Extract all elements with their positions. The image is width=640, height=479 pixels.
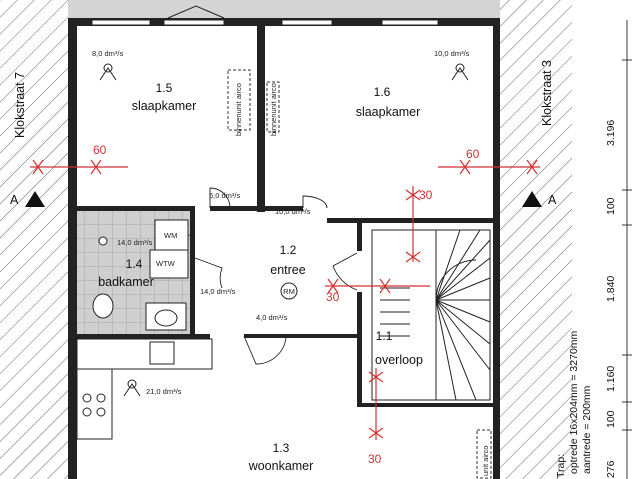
flow-label: 10,0 dm³/s	[434, 49, 470, 58]
flow-label: 14,0 dm³/s	[200, 287, 236, 296]
wtw-label: WTW	[156, 259, 176, 268]
marker-label: 60	[93, 143, 107, 157]
flow-label: 4,0 dm³/s	[256, 313, 288, 322]
airco-label: binnenunit airco	[234, 83, 243, 136]
marker-label: 30	[419, 188, 433, 202]
inner-walls	[77, 26, 493, 407]
dimension-label: 1.840	[605, 276, 617, 302]
marker-label: 30	[326, 290, 340, 304]
room-1-6-number: 1.6	[374, 85, 391, 99]
room-1-3-name: woonkamer	[248, 459, 314, 473]
room-1-1-name: overloop	[375, 353, 423, 367]
room-1-1-number: 1.1	[376, 329, 393, 343]
street-left: Klokstraat 7	[13, 72, 27, 138]
room-1-4-name: badkamer	[98, 275, 154, 289]
kitchen-counter	[76, 338, 213, 440]
bathroom-fixtures	[92, 219, 189, 331]
trap-line-2: aantrede = 200mm	[581, 385, 593, 474]
unit-airco-label: unit airco	[481, 446, 490, 476]
wm-label: WM	[164, 231, 177, 240]
dimension-label: 1.160	[605, 366, 617, 392]
neighbour-right-hatch	[500, 0, 572, 479]
room-1-5-name: slaapkamer	[132, 99, 197, 113]
flow-label: 21,0 dm³/s	[146, 387, 182, 396]
dimension-label: 100	[605, 410, 617, 428]
flow-label: 14,0 dm³/s	[117, 238, 153, 247]
ventilation-valves	[99, 63, 469, 397]
street-right: Klokstraat 3	[540, 60, 554, 126]
section-arrow-left	[25, 191, 45, 207]
room-1-2-name: entree	[270, 263, 305, 277]
trap-title: Trap:	[555, 454, 567, 478]
airco-units	[227, 69, 492, 479]
section-mark-right: A	[548, 193, 557, 207]
room-1-2-number: 1.2	[280, 243, 297, 257]
windows	[91, 19, 439, 26]
marker-label: 60	[466, 147, 480, 161]
airco-label: binnenunit airco	[269, 83, 278, 136]
flow-label: 10,0 dm³/s	[275, 207, 311, 216]
exterior-top-band	[68, 0, 500, 18]
section-arrow-right	[522, 191, 542, 207]
flow-label: 8,0 dm³/s	[92, 49, 124, 58]
rm-label: RM	[283, 287, 295, 296]
dimension-label: 100	[605, 197, 617, 215]
rm-detector	[280, 282, 298, 300]
flow-label: 6,0 dm³/s	[209, 191, 241, 200]
dimension-line	[622, 20, 632, 479]
room-1-5-number: 1.5	[156, 81, 173, 95]
red-markers	[30, 159, 540, 440]
dimension-label: 3.196	[605, 120, 617, 146]
room-1-3-number: 1.3	[273, 441, 290, 455]
section-mark-left: A	[10, 193, 19, 207]
balcony-door-swing	[167, 5, 225, 19]
marker-label: 30	[368, 452, 382, 466]
room-1-6-name: slaapkamer	[356, 105, 421, 119]
room-1-4-number: 1.4	[126, 257, 143, 271]
neighbour-left-hatch	[0, 0, 68, 479]
dimension-label: 276	[605, 460, 617, 478]
staircase	[371, 229, 491, 401]
trap-line-1: optrede 16x204mm = 3270mm	[568, 330, 580, 474]
